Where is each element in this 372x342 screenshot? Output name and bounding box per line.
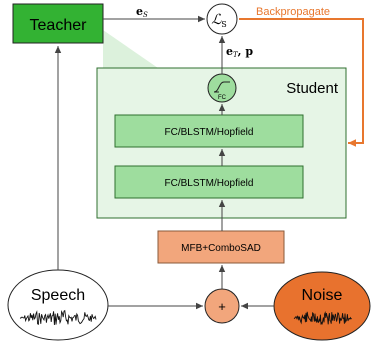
teacher-box: [12, 3, 104, 44]
backpropagate-label: Backpropagate: [256, 6, 330, 18]
layer-box-lower: [114, 165, 304, 199]
fc-node-label: FC: [218, 95, 227, 101]
layer-label-lower: FC/BLSTM/Hopfield: [165, 178, 254, 189]
loss-node: [206, 3, 238, 35]
layer-box-upper: [114, 114, 304, 148]
student-label: Student: [286, 80, 339, 97]
layer-label-upper: FC/BLSTM/Hopfield: [165, 127, 254, 138]
loss-symbol: ℒS: [211, 12, 227, 29]
speech-node: [7, 269, 109, 341]
noise-label: Noise: [302, 287, 343, 304]
noise-node: [273, 271, 371, 341]
noise-waveform-icon: [293, 311, 352, 325]
speech-waveform-icon: [19, 309, 97, 326]
teacher-student-shade: [103, 30, 158, 68]
frontend-box: [157, 230, 285, 264]
backpropagate-arrow: [239, 18, 364, 147]
teacher-label: Teacher: [30, 17, 88, 34]
edge-label-student: eT, p: [226, 45, 253, 59]
speech-label: Speech: [31, 287, 85, 304]
sum-label: +: [218, 299, 226, 314]
frontend-label: MFB+ComboSAD: [181, 243, 261, 254]
edge-label-teacher: eS: [136, 5, 148, 19]
